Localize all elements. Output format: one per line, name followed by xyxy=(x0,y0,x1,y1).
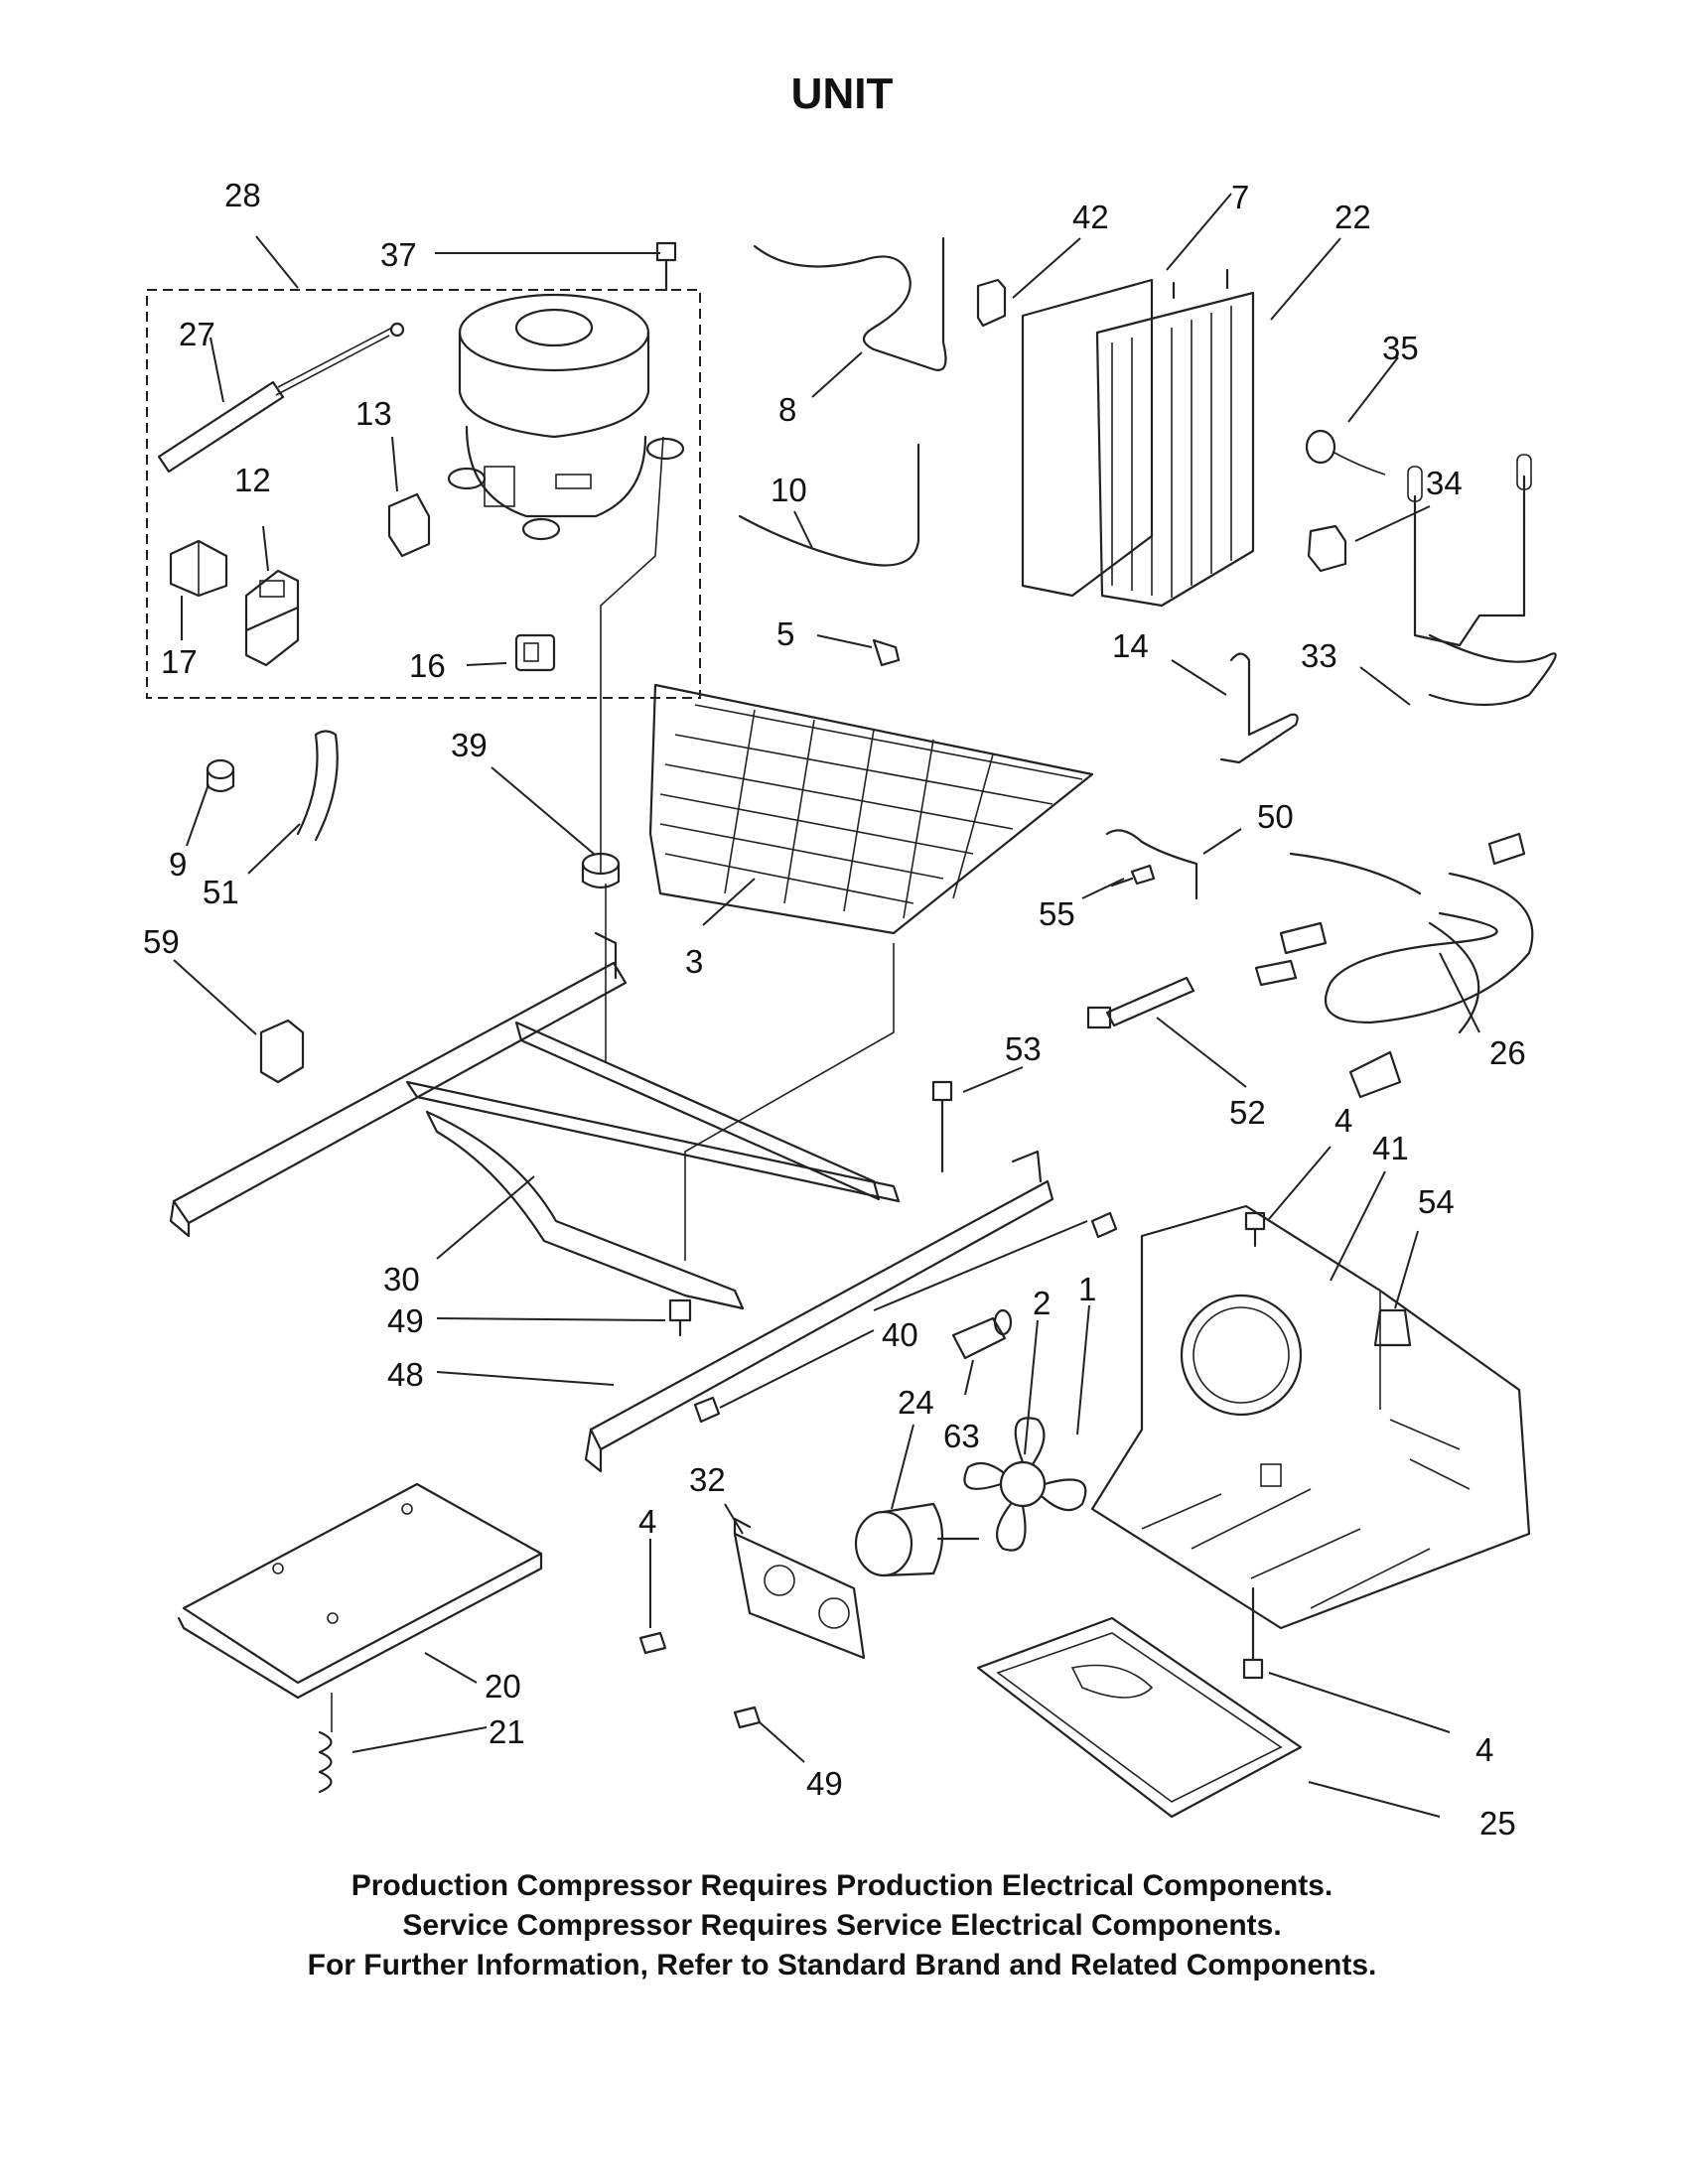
part-53-screw xyxy=(931,1080,953,1173)
part-48-bracket xyxy=(584,1150,1054,1473)
callout-2: 2 xyxy=(1033,1285,1051,1321)
footnote-line: Service Compressor Requires Service Elec… xyxy=(402,1909,1282,1942)
callout-49a: 49 xyxy=(387,1302,424,1339)
part-17 xyxy=(169,539,228,598)
part-59 xyxy=(259,1019,305,1084)
compressor-assembly-group xyxy=(146,289,701,699)
footnotes: Production Compressor Requires Productio… xyxy=(0,1866,1684,1985)
footnote-line: Production Compressor Requires Productio… xyxy=(351,1869,1333,1902)
callout-54: 54 xyxy=(1418,1183,1455,1220)
callout-35: 35 xyxy=(1382,330,1419,366)
callout-33: 33 xyxy=(1301,637,1337,674)
callout-25: 25 xyxy=(1479,1805,1516,1842)
part-51-tube xyxy=(296,730,339,842)
callout-7: 7 xyxy=(1231,179,1249,215)
part-8-tube xyxy=(753,236,947,371)
part-12 xyxy=(244,569,300,667)
part-4-screw xyxy=(1244,1211,1266,1248)
callout-28: 28 xyxy=(224,177,261,213)
leader-lines xyxy=(173,193,1480,1818)
part-9 xyxy=(206,758,235,793)
part-2-fan xyxy=(963,1417,1087,1552)
callout-8: 8 xyxy=(778,391,796,428)
page-title: UNIT xyxy=(790,69,894,118)
part-37-screw xyxy=(655,241,677,292)
compressor-part xyxy=(447,293,685,541)
base-frame-part xyxy=(169,931,901,1310)
part-10-tube xyxy=(738,443,920,567)
callout-21: 21 xyxy=(489,1713,525,1750)
callout-30: 30 xyxy=(383,1261,420,1297)
part-21-spring xyxy=(318,1693,333,1794)
callout-13: 13 xyxy=(355,395,392,432)
part-4-screw xyxy=(1242,1586,1264,1680)
condenser-part xyxy=(1021,268,1255,608)
callout-34: 34 xyxy=(1426,465,1463,501)
callout-10: 10 xyxy=(771,472,807,508)
callout-50: 50 xyxy=(1257,798,1294,835)
part-35 xyxy=(1305,429,1386,476)
part-26-harness xyxy=(1254,832,1534,1099)
callout-22: 22 xyxy=(1334,199,1371,235)
callout-55: 55 xyxy=(1039,895,1075,932)
callout-17: 17 xyxy=(161,643,198,680)
callout-40: 40 xyxy=(882,1316,918,1353)
part-16 xyxy=(514,633,556,672)
callout-9: 9 xyxy=(169,846,187,883)
callout-59: 59 xyxy=(143,923,180,960)
evaporator-part xyxy=(648,638,1094,935)
part-34 xyxy=(1307,524,1347,573)
callout-4b: 4 xyxy=(638,1503,656,1540)
part-4-screw xyxy=(638,1631,667,1655)
part-14 xyxy=(1219,652,1299,764)
callout-49b: 49 xyxy=(806,1765,843,1802)
part-25-drain-pan xyxy=(976,1616,1303,1819)
callout-27: 27 xyxy=(179,316,215,352)
part-39-grommet xyxy=(581,852,621,889)
callout-42: 42 xyxy=(1072,199,1109,235)
callout-39: 39 xyxy=(451,727,488,763)
part-55-screw xyxy=(1110,864,1156,887)
footnote-line: For Further Information, Refer to Standa… xyxy=(307,1949,1377,1981)
part-63 xyxy=(951,1308,1013,1360)
callout-labels: 28 37 27 13 12 17 16 8 10 42 7 22 35 34 … xyxy=(143,177,1526,1842)
callout-4c: 4 xyxy=(1475,1731,1493,1768)
callout-1: 1 xyxy=(1078,1271,1096,1307)
callout-3: 3 xyxy=(685,943,703,980)
callout-5: 5 xyxy=(776,615,794,652)
part-13 xyxy=(387,492,431,558)
part-24-motor xyxy=(854,1502,980,1577)
callout-52: 52 xyxy=(1229,1094,1266,1131)
callout-41: 41 xyxy=(1372,1130,1409,1166)
part-42 xyxy=(976,278,1007,328)
callout-4a: 4 xyxy=(1334,1102,1352,1139)
callout-12: 12 xyxy=(234,462,271,498)
part-54 xyxy=(1373,1308,1412,1347)
part-40-screw xyxy=(693,1211,1118,1424)
part-49-screw xyxy=(668,1298,692,1337)
callout-53: 53 xyxy=(1005,1030,1042,1067)
callout-20: 20 xyxy=(485,1668,521,1705)
callout-32: 32 xyxy=(689,1461,726,1498)
callout-14: 14 xyxy=(1112,627,1149,664)
part-41-housing xyxy=(1090,1204,1531,1630)
callout-26: 26 xyxy=(1489,1034,1526,1071)
part-27 xyxy=(157,322,405,474)
callout-37: 37 xyxy=(380,236,417,273)
part-33 xyxy=(1407,454,1557,707)
callout-63: 63 xyxy=(943,1418,980,1454)
callout-16: 16 xyxy=(409,647,446,684)
part-20-cover xyxy=(177,1482,543,1700)
part-52-tie xyxy=(1086,976,1195,1029)
part-50 xyxy=(1105,829,1198,900)
callout-24: 24 xyxy=(898,1384,934,1421)
callout-48: 48 xyxy=(387,1356,424,1393)
callout-51: 51 xyxy=(203,874,239,910)
part-32-bracket xyxy=(733,1517,866,1660)
part-49-screw xyxy=(733,1706,762,1729)
